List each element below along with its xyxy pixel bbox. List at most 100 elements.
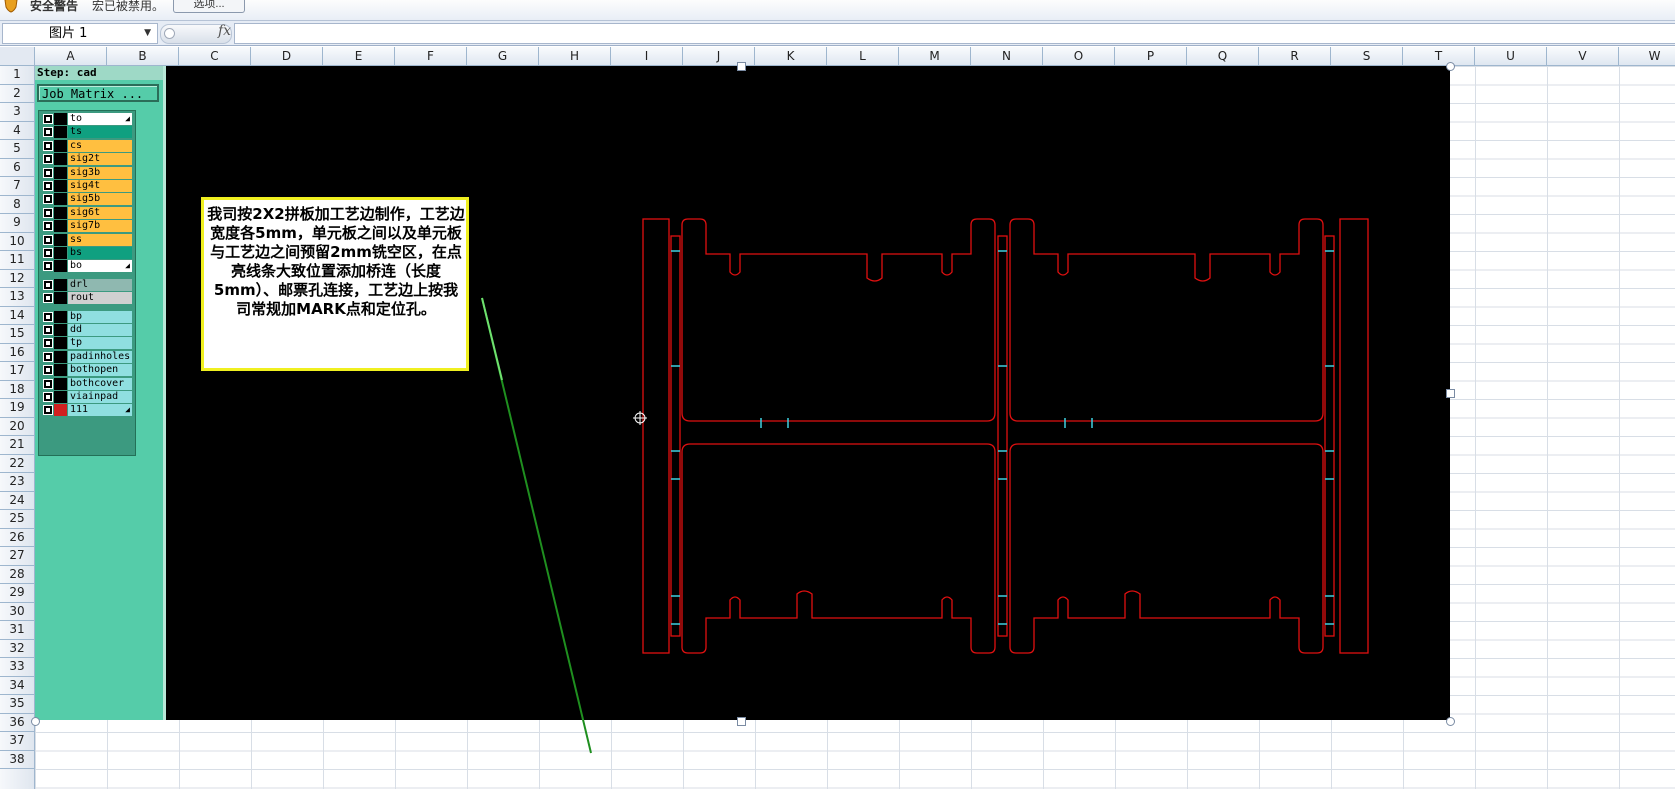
layer-checkbox <box>43 378 53 389</box>
column-header-F[interactable]: F <box>395 47 467 65</box>
column-header-K[interactable]: K <box>755 47 827 65</box>
layer-name: sig6t <box>68 206 132 219</box>
column-header-H[interactable]: H <box>539 47 611 65</box>
layer-row-rout: rout <box>40 292 134 305</box>
row-header-23[interactable]: 23 <box>0 473 34 492</box>
row-header-8[interactable]: 8 <box>0 196 34 214</box>
row-header-22[interactable]: 22 <box>0 455 34 473</box>
row-header-31[interactable]: 31 <box>0 621 34 640</box>
resize-handle[interactable] <box>1446 62 1455 71</box>
layer-swatch <box>54 404 67 417</box>
formula-bar-splitter[interactable] <box>160 24 232 44</box>
column-header-G[interactable]: G <box>467 47 539 65</box>
column-header-S[interactable]: S <box>1331 47 1403 65</box>
column-header-O[interactable]: O <box>1043 47 1115 65</box>
row-header-20[interactable]: 20 <box>0 418 34 436</box>
row-header-27[interactable]: 27 <box>0 547 34 566</box>
chevron-down-icon[interactable]: ▼ <box>144 28 151 38</box>
row-header-13[interactable]: 13 <box>0 288 34 307</box>
column-header-L[interactable]: L <box>827 47 899 65</box>
row-header-1[interactable]: 1 <box>0 66 34 85</box>
resize-handle[interactable] <box>1446 717 1455 726</box>
layer-checkbox <box>43 405 53 416</box>
column-header-M[interactable]: M <box>899 47 971 65</box>
row-header-17[interactable]: 17 <box>0 362 34 381</box>
row-header-24[interactable]: 24 <box>0 492 34 510</box>
row-header-10[interactable]: 10 <box>0 233 34 251</box>
layer-row-drl: drl <box>40 278 134 291</box>
layer-name: bo◢ <box>68 260 132 273</box>
row-header-25[interactable]: 25 <box>0 510 34 529</box>
row-header-30[interactable]: 30 <box>0 603 34 621</box>
column-header-V[interactable]: V <box>1547 47 1619 65</box>
row-header-38[interactable]: 38 <box>0 751 34 769</box>
row-header-4[interactable]: 4 <box>0 122 34 140</box>
row-header-19[interactable]: 19 <box>0 399 34 418</box>
column-header-C[interactable]: C <box>179 47 251 65</box>
layer-row-viainpad: viainpad <box>40 391 134 403</box>
resize-handle[interactable] <box>31 717 40 726</box>
row-header-5[interactable]: 5 <box>0 140 34 159</box>
row-header-32[interactable]: 32 <box>0 640 34 658</box>
column-header-B[interactable]: B <box>107 47 179 65</box>
layer-row-sig3b: sig3b <box>40 166 134 179</box>
layer-row-bothcover: bothcover <box>40 377 134 390</box>
column-header-P[interactable]: P <box>1115 47 1187 65</box>
row-header-3[interactable]: 3 <box>0 103 34 122</box>
column-header-I[interactable]: I <box>611 47 683 65</box>
row-header-12[interactable]: 12 <box>0 270 34 288</box>
row-header-33[interactable]: 33 <box>0 658 34 677</box>
insert-function-icon[interactable]: fx <box>218 23 232 39</box>
row-header-15[interactable]: 15 <box>0 325 34 344</box>
column-header-E[interactable]: E <box>323 47 395 65</box>
job-matrix-button: Job Matrix ... <box>37 84 159 102</box>
row-header-9[interactable]: 9 <box>0 214 34 233</box>
layer-swatch <box>54 377 67 390</box>
column-header-D[interactable]: D <box>251 47 323 65</box>
layer-checkbox <box>43 279 53 290</box>
layer-checkbox <box>43 221 53 232</box>
row-header-6[interactable]: 6 <box>0 159 34 177</box>
resize-handle[interactable] <box>1446 389 1455 398</box>
column-header-W[interactable]: W <box>1619 47 1675 65</box>
layer-checkbox <box>43 338 53 349</box>
row-header-36[interactable]: 36 <box>0 714 34 732</box>
row-header-11[interactable]: 11 <box>0 251 34 270</box>
select-all-corner[interactable] <box>0 47 35 65</box>
column-header-U[interactable]: U <box>1475 47 1547 65</box>
row-header-18[interactable]: 18 <box>0 381 34 399</box>
layer-checkbox <box>43 127 53 138</box>
layer-checkbox <box>43 248 53 258</box>
row-header-2[interactable]: 2 <box>0 85 34 103</box>
options-button[interactable]: 选项... <box>173 0 245 13</box>
layer-swatch <box>54 220 67 233</box>
row-header-26[interactable]: 26 <box>0 529 34 547</box>
layer-swatch <box>54 153 67 166</box>
formula-input[interactable] <box>234 23 1675 44</box>
column-header-Q[interactable]: Q <box>1187 47 1259 65</box>
layer-name: drl <box>68 278 132 291</box>
name-box[interactable]: 图片 1 ▼ <box>2 23 158 44</box>
resize-handle[interactable] <box>737 717 746 726</box>
row-header-37[interactable]: 37 <box>0 732 34 751</box>
column-header-N[interactable]: N <box>971 47 1043 65</box>
layer-row-sig7b: sig7b <box>40 220 134 233</box>
row-header-35[interactable]: 35 <box>0 695 34 714</box>
row-header-21[interactable]: 21 <box>0 436 34 455</box>
row-header-14[interactable]: 14 <box>0 307 34 325</box>
row-header-28[interactable]: 28 <box>0 566 34 584</box>
layer-swatch <box>54 292 67 305</box>
row-header-7[interactable]: 7 <box>0 177 34 196</box>
resize-handle[interactable] <box>737 62 746 71</box>
row-header-16[interactable]: 16 <box>0 344 34 362</box>
column-header-A[interactable]: A <box>35 47 107 65</box>
layer-checkbox <box>43 351 53 362</box>
layer-swatch <box>54 126 67 139</box>
row-header-29[interactable]: 29 <box>0 584 34 603</box>
column-header-R[interactable]: R <box>1259 47 1331 65</box>
column-header-J[interactable]: J <box>683 47 755 65</box>
row-header-34[interactable]: 34 <box>0 677 34 695</box>
layer-swatch <box>54 180 67 192</box>
column-header-T[interactable]: T <box>1403 47 1475 65</box>
